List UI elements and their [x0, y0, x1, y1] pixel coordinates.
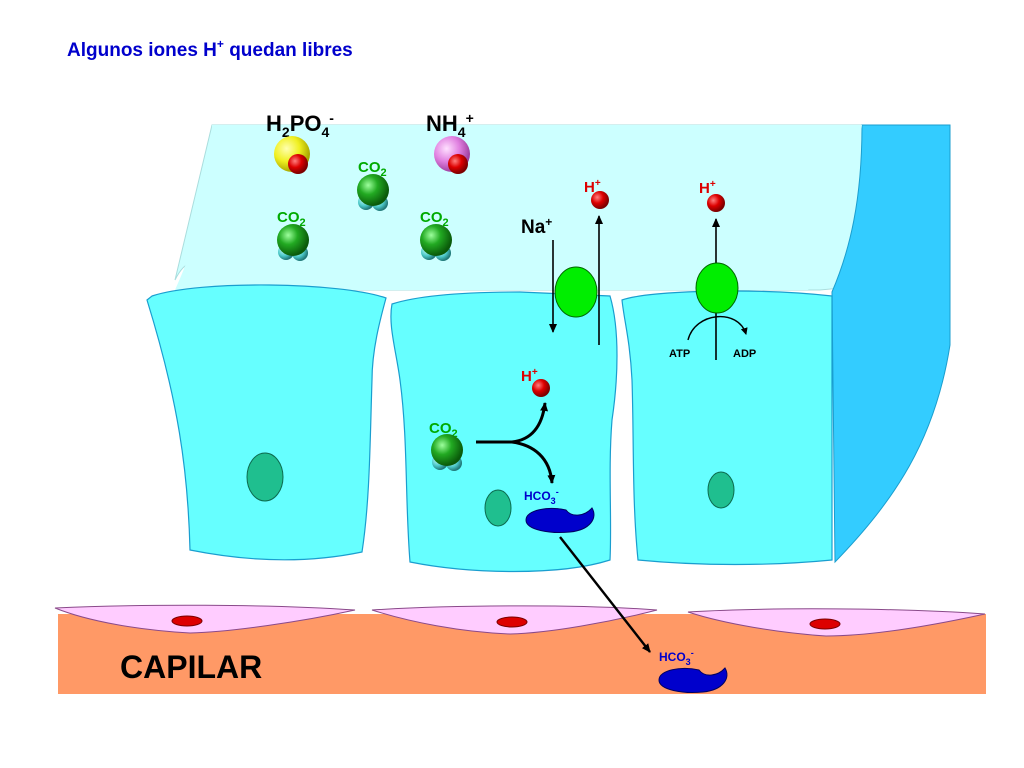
epithelial-cell-right — [621, 290, 833, 566]
co2-lumen-3: CO2 — [420, 209, 452, 261]
hydrogen-label: H+ — [584, 178, 601, 196]
co2-label: CO2 — [358, 159, 387, 179]
hydrogen-ion — [707, 194, 725, 212]
atpase-carrier — [695, 262, 739, 314]
bicarbonate-label: HCO3- — [659, 648, 694, 667]
na-h-exchanger: Na+ H+ — [521, 178, 609, 345]
phosphate-hydrogen — [288, 154, 308, 174]
hydrogen-label: H+ — [521, 367, 538, 385]
capillary-label: CAPILAR — [120, 649, 262, 685]
epithelial-cell-middle — [390, 291, 618, 573]
co2-carbon-atom — [420, 224, 452, 256]
co2-label: CO2 — [420, 209, 449, 229]
co2-label: CO2 — [277, 209, 306, 229]
ammonium-hydrogen — [448, 154, 468, 174]
bicarbonate-ion — [525, 507, 595, 533]
co2-cell: CO2 — [429, 420, 463, 471]
co2-carbon-atom — [277, 224, 309, 256]
hydrogen-label: H+ — [699, 179, 716, 197]
co2-carbon-atom — [357, 174, 389, 206]
nucleus-middle — [484, 489, 512, 527]
atp-hydrolysis-arrow — [687, 316, 748, 341]
phosphate-label: H2PO4- — [266, 110, 334, 140]
epithelial-cell-left — [146, 284, 387, 561]
nucleus-left — [246, 452, 284, 502]
endothelial-nucleus-1 — [171, 615, 203, 627]
ammonium-label: NH4+ — [426, 110, 474, 140]
bicarbonate-formation-arrow — [511, 440, 556, 484]
endothelial-cell-1 — [54, 604, 356, 634]
phosphate-group: H2PO4- — [266, 110, 334, 174]
co2-label: CO2 — [429, 420, 458, 440]
bicarbonate-capillary-group: HCO3- — [658, 648, 728, 693]
tubule-wall — [831, 124, 951, 564]
antiporter-carrier — [554, 266, 598, 318]
hydrogen-ion — [591, 191, 609, 209]
hydrogen-ion — [532, 379, 550, 397]
slide-title: Algunos iones H+ quedan libres — [67, 37, 353, 61]
endothelial-nucleus-2 — [496, 616, 528, 628]
ammonium-group: NH4+ — [426, 110, 474, 174]
sodium-label: Na+ — [521, 215, 552, 238]
co2-dissociation: H+ — [476, 367, 556, 484]
atp-label: ATP — [669, 348, 690, 360]
bicarbonate-transport-arrow — [559, 536, 651, 653]
adp-label: ADP — [733, 348, 756, 360]
bicarbonate-ion — [658, 667, 728, 693]
h-atpase-pump: H+ ATP ADP — [669, 179, 756, 360]
bicarbonate-label: HCO3- — [524, 487, 559, 506]
co2-carbon-atom — [431, 434, 463, 466]
co2-lumen-1: CO2 — [357, 159, 389, 211]
lumen-interior — [175, 125, 862, 290]
bicarbonate-cell-group: HCO3- — [524, 487, 595, 533]
nucleus-right — [707, 471, 735, 509]
endothelial-nucleus-3 — [809, 618, 841, 630]
co2-lumen-2: CO2 — [277, 209, 309, 261]
